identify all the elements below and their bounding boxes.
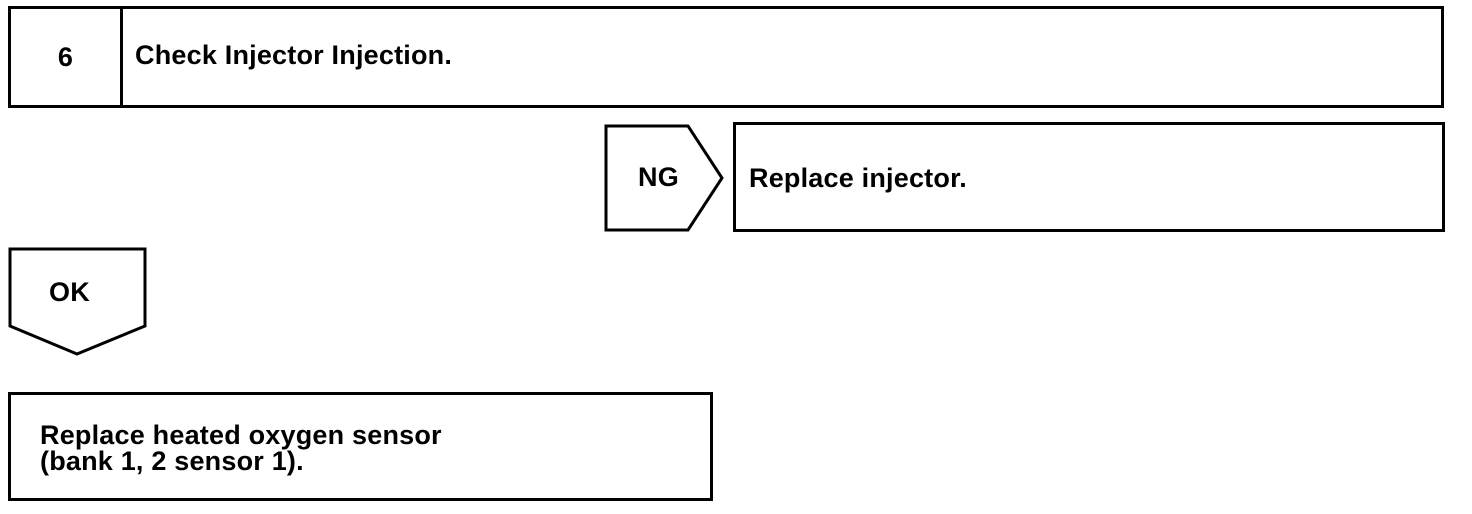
ok-label: OK <box>49 277 90 307</box>
ng-action-label: Replace injector. <box>749 163 967 193</box>
ok-arrow-tag <box>8 247 147 356</box>
ng-arrow-tag <box>604 124 724 232</box>
step-box <box>8 6 1444 108</box>
step-title: Check Injector Injection. <box>135 40 453 70</box>
step-divider <box>120 6 123 108</box>
ng-action-box <box>733 122 1445 232</box>
result-box <box>8 392 713 501</box>
result-line-1: Replace heated oxygen sensor <box>40 420 442 450</box>
result-line-2: (bank 1, 2 sensor 1). <box>40 446 304 476</box>
ng-label: NG <box>638 162 679 192</box>
step-number: 6 <box>57 41 74 72</box>
